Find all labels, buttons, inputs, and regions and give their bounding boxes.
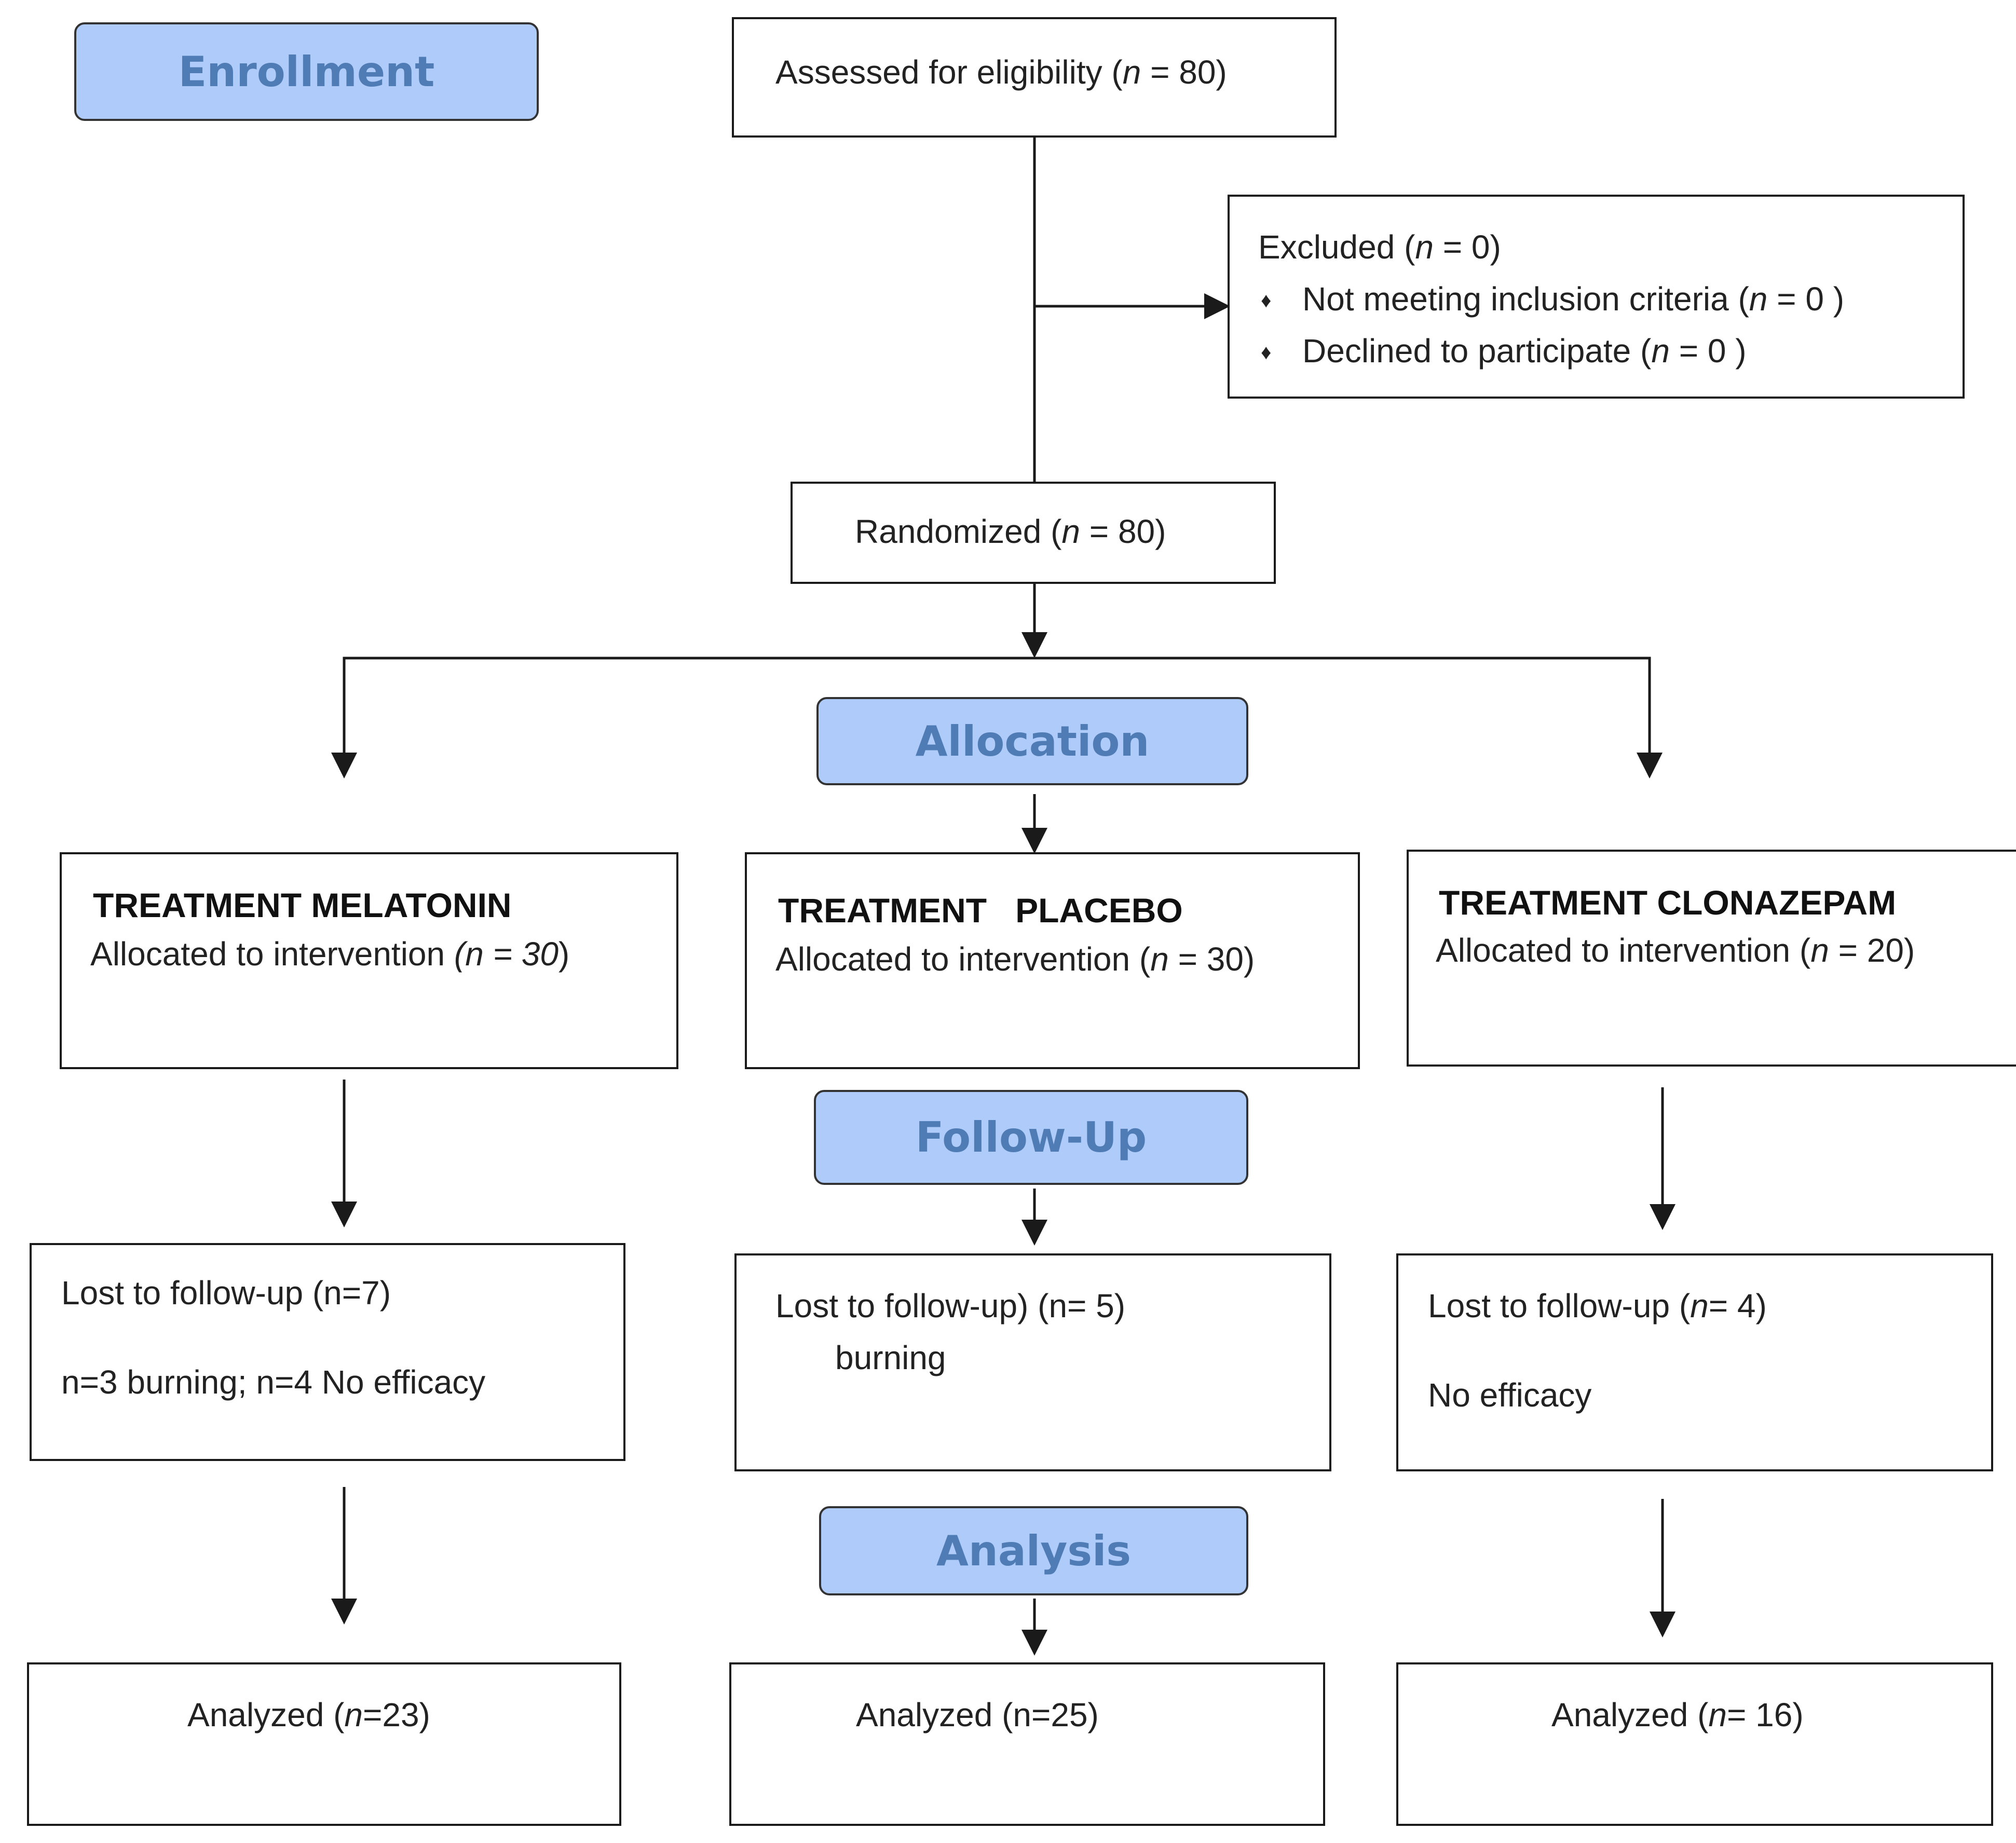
stage-analysis: Analysis bbox=[819, 1506, 1248, 1595]
arm-placebo-title: TREATMENT PLACEBO bbox=[778, 891, 1183, 930]
arm-melatonin-analyzed-post: =23) bbox=[362, 1696, 430, 1733]
bullet-icon: ♦ bbox=[1261, 289, 1272, 312]
arm-melatonin-lost-box: Lost to follow-up (n=7) n=3 burning; n=4… bbox=[30, 1243, 625, 1461]
excluded-item-2-post: = 0 ) bbox=[1669, 332, 1747, 370]
assessed-text: Assessed for eligibility (n = 80) bbox=[775, 56, 1227, 89]
arm-clonazepam-lost-line2: No efficacy bbox=[1428, 1376, 1592, 1414]
arm-placebo-lost-line2: burning bbox=[835, 1339, 946, 1376]
arm-placebo-analyzed-pre: Analyzed (n=25) bbox=[856, 1696, 1099, 1733]
arm-placebo-allocation-box: TREATMENT PLACEBO Allocated to intervent… bbox=[745, 852, 1360, 1069]
arm-melatonin-allocation-box: TREATMENT MELATONIN Allocated to interve… bbox=[60, 852, 678, 1069]
arm-placebo-alloc-n: n bbox=[1150, 940, 1169, 978]
arm-placebo-alloc-pre: Allocated to intervention ( bbox=[775, 940, 1151, 978]
arm-clonazepam-analyzed-n: n bbox=[1708, 1696, 1727, 1733]
arm-clonazepam-alloc-post: = 20) bbox=[1829, 932, 1915, 969]
arm-melatonin-alloc-n: (n = 30 bbox=[454, 935, 559, 973]
arm-clonazepam-title: TREATMENT CLONAZEPAM bbox=[1439, 883, 1897, 922]
excluded-box: Excluded (n = 0) ♦ Not meeting inclusion… bbox=[1228, 195, 1965, 399]
excluded-item-2-pre: Declined to participate ( bbox=[1302, 332, 1652, 370]
excluded-item-1-pre: Not meeting inclusion criteria ( bbox=[1302, 280, 1749, 318]
bullet-icon: ♦ bbox=[1261, 341, 1272, 364]
arm-melatonin-analyzed: Analyzed (n=23) bbox=[187, 1698, 430, 1731]
randomized-post: = 80) bbox=[1080, 513, 1166, 550]
stage-follow-up-label: Follow-Up bbox=[915, 1113, 1147, 1162]
stage-analysis-label: Analysis bbox=[936, 1526, 1132, 1575]
stage-enrollment: Enrollment bbox=[74, 22, 539, 121]
excluded-title-pre: Excluded ( bbox=[1258, 228, 1415, 266]
excluded-item-1: Not meeting inclusion criteria (n = 0 ) bbox=[1302, 282, 1844, 316]
randomized-pre: Randomized ( bbox=[855, 513, 1062, 550]
randomized-text: Randomized (n = 80) bbox=[855, 515, 1166, 548]
arm-clonazepam-allocated: Allocated to intervention (n = 20) bbox=[1436, 934, 1915, 967]
arm-clonazepam-lost-box: Lost to follow-up (n= 4) No efficacy bbox=[1396, 1253, 1993, 1471]
arm-melatonin-analyzed-pre: Analyzed ( bbox=[187, 1696, 345, 1733]
excluded-item-2-n: n bbox=[1651, 332, 1670, 370]
randomized-n: n bbox=[1061, 513, 1080, 550]
stage-enrollment-label: Enrollment bbox=[178, 47, 435, 96]
stage-allocation: Allocation bbox=[816, 697, 1248, 785]
arm-clonazepam-alloc-n: n bbox=[1810, 932, 1829, 969]
arm-placebo-analyzed-box: Analyzed (n=25) bbox=[729, 1662, 1325, 1826]
assessed-label: Assessed for eligibility ( bbox=[775, 53, 1123, 91]
excluded-item-1-post: = 0 ) bbox=[1767, 280, 1844, 318]
excluded-item-1-n: n bbox=[1749, 280, 1768, 318]
arm-melatonin-alloc-pre: Allocated to intervention bbox=[90, 935, 454, 973]
randomized-box: Randomized (n = 80) bbox=[791, 482, 1276, 584]
arm-placebo-analyzed: Analyzed (n=25) bbox=[856, 1698, 1099, 1731]
arm-melatonin-alloc-post: ) bbox=[558, 935, 570, 973]
arm-clonazepam-lost-post: = 4) bbox=[1708, 1287, 1767, 1325]
arm-clonazepam-lost-line1: Lost to follow-up (n= 4) bbox=[1428, 1289, 1767, 1322]
assessed-value: = 80) bbox=[1141, 53, 1227, 91]
stage-allocation-label: Allocation bbox=[915, 717, 1150, 766]
arm-melatonin-analyzed-box: Analyzed (n=23) bbox=[27, 1662, 621, 1826]
assessed-n: n bbox=[1122, 53, 1141, 91]
arm-clonazepam-lost-pre: Lost to follow-up ( bbox=[1428, 1287, 1691, 1325]
arm-melatonin-allocated: Allocated to intervention (n = 30) bbox=[90, 937, 569, 971]
arm-clonazepam-analyzed-pre: Analyzed ( bbox=[1551, 1696, 1709, 1733]
excluded-item-2: Declined to participate (n = 0 ) bbox=[1302, 334, 1747, 367]
excluded-title-post: = 0) bbox=[1433, 228, 1501, 266]
arm-placebo-alloc-post: = 30) bbox=[1168, 940, 1255, 978]
arm-clonazepam-lost-n: n bbox=[1690, 1287, 1709, 1325]
arm-clonazepam-analyzed-post: = 16) bbox=[1726, 1696, 1804, 1733]
arm-placebo-allocated: Allocated to intervention (n = 30) bbox=[775, 943, 1255, 976]
arm-clonazepam-analyzed-box: Analyzed (n= 16) bbox=[1396, 1662, 1993, 1826]
arm-placebo-lost-box: Lost to follow-up) (n= 5) burning bbox=[734, 1253, 1331, 1471]
arm-clonazepam-analyzed: Analyzed (n= 16) bbox=[1551, 1698, 1804, 1731]
arm-clonazepam-alloc-pre: Allocated to intervention ( bbox=[1436, 932, 1811, 969]
excluded-title-n: n bbox=[1415, 228, 1434, 266]
excluded-title: Excluded (n = 0) bbox=[1258, 230, 1501, 264]
arm-melatonin-lost-line2: n=3 burning; n=4 No efficacy bbox=[61, 1363, 486, 1401]
assessed-box: Assessed for eligibility (n = 80) bbox=[732, 17, 1337, 138]
arm-melatonin-lost-line1: Lost to follow-up (n=7) bbox=[61, 1274, 391, 1312]
arm-melatonin-title: TREATMENT MELATONIN bbox=[93, 886, 512, 924]
arm-melatonin-analyzed-n: n bbox=[344, 1696, 363, 1733]
arm-placebo-lost-line1: Lost to follow-up) (n= 5) bbox=[775, 1287, 1126, 1325]
arm-clonazepam-allocation-box: TREATMENT CLONAZEPAM Allocated to interv… bbox=[1407, 850, 2016, 1067]
allocation-branch bbox=[343, 657, 1651, 771]
stage-follow-up: Follow-Up bbox=[814, 1090, 1248, 1185]
